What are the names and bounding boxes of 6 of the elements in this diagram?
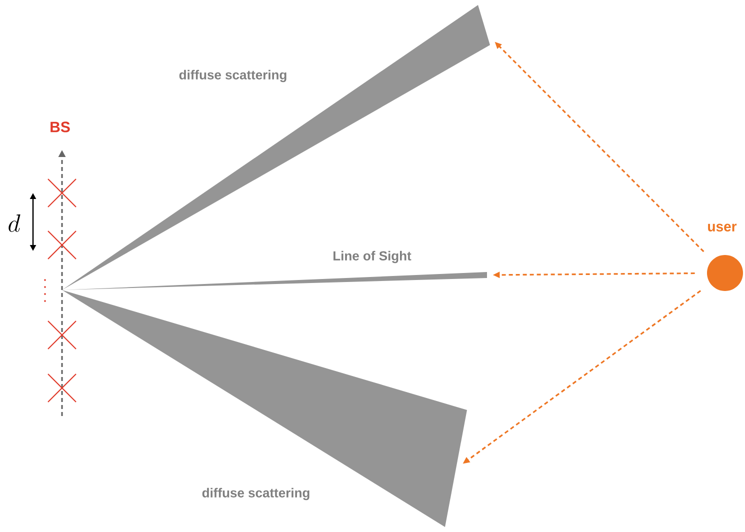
beam-label: Line of Sight bbox=[334, 250, 412, 264]
beam-label: diffuse scattering bbox=[179, 70, 286, 82]
spacing-label: $d$ bbox=[8, 214, 20, 232]
user-label: user bbox=[708, 224, 737, 232]
array-label: BS bbox=[50, 122, 70, 132]
beam-label: diffuse scattering bbox=[202, 488, 310, 500]
